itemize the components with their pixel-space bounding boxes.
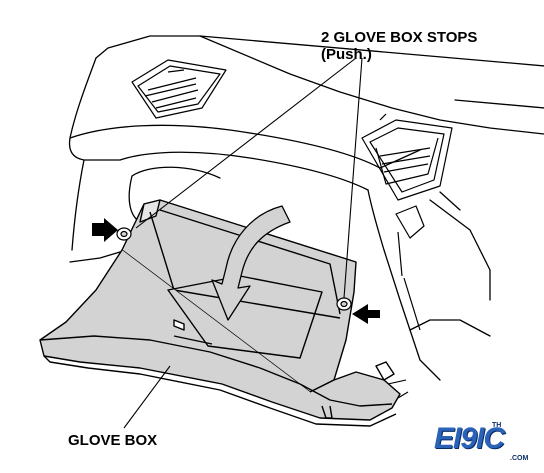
leader-lines: [123, 57, 363, 429]
glove-box-stops-label: 2 GLOVE BOX STOPS (Push.): [321, 29, 477, 63]
logo-suffix: .COM: [510, 455, 529, 462]
push-arrow-icon: [352, 304, 380, 324]
rotation-arrow-icon: [211, 205, 291, 321]
vent-icon: [131, 59, 227, 119]
glove-box-stops-label-line2: (Push.): [321, 46, 372, 63]
glove-box-stop-right: [336, 297, 352, 311]
logo-superscript: TH: [492, 422, 502, 429]
site-logo: EI9IC TH .COM: [434, 420, 538, 468]
vent-icon: [361, 113, 453, 201]
latch: [387, 379, 409, 399]
push-arrow-icon: [92, 218, 118, 242]
logo-text: EI9IC: [434, 422, 505, 455]
glove-box-stop-left: [116, 227, 132, 241]
dashboard-side-panel: [395, 205, 425, 331]
glove-box-label: GLOVE BOX: [68, 432, 158, 449]
glove-box-stops-label-line1: 2 GLOVE BOX STOPS: [321, 29, 478, 46]
